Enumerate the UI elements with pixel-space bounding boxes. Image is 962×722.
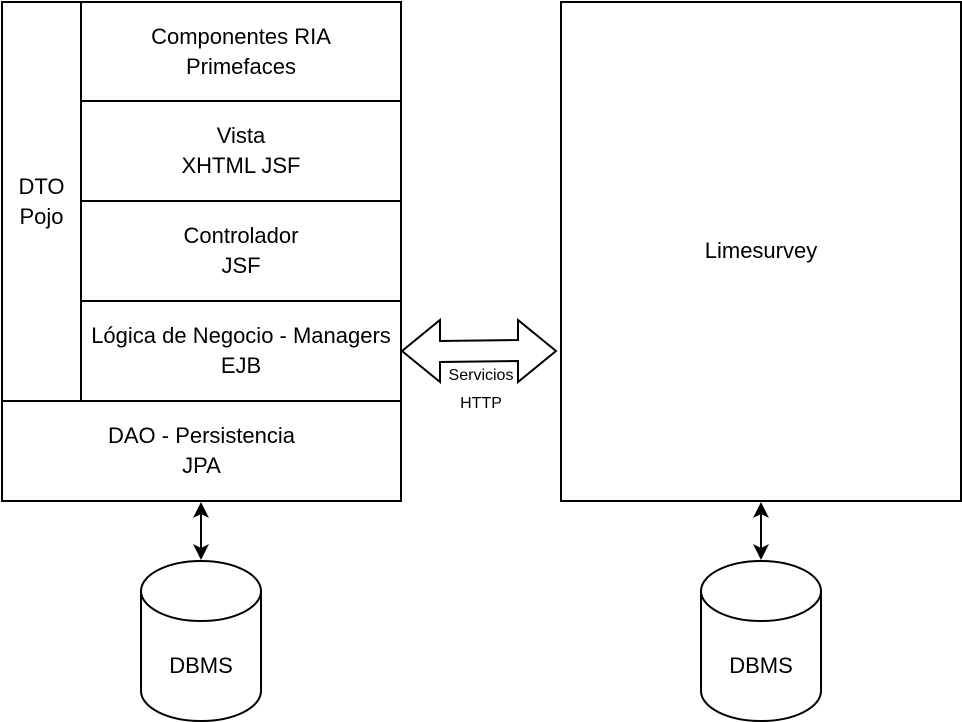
limesurvey-label: Limesurvey [704, 237, 818, 263]
right-db-arrow-head-down [753, 544, 769, 560]
right-dbms-label: DBMS [729, 653, 793, 678]
layer-title: Lógica de Negocio - Managers [91, 323, 391, 348]
layer-title: Componentes RIA [151, 23, 331, 49]
layer-tech: XHTML JSF [181, 153, 301, 178]
servicios-http-label: Servicios HTTP [431, 362, 531, 418]
pojo-label: Pojo [19, 203, 64, 229]
layer-componentes-ria: Componentes RIA Primefaces [80, 1, 402, 102]
layer-title: Controlador [183, 223, 299, 248]
left-db-arrow-head-down [193, 544, 209, 560]
servicios-http-double-arrow [400, 317, 558, 385]
left-database-cylinder [140, 560, 262, 722]
layer-tech: JSF [221, 253, 261, 278]
right-db-arrow-head-up [753, 502, 769, 518]
dao-title: DAO - Persistencia [107, 423, 296, 448]
layer-tech: EJB [220, 353, 262, 378]
layer-tech: Primefaces [185, 53, 297, 79]
layer-title: Vista [216, 123, 266, 148]
limesurvey-box: Limesurvey [560, 1, 962, 502]
dto-label: DTO [18, 173, 65, 199]
right-database-cylinder [700, 560, 822, 722]
dao-persistencia-box: DAO - Persistencia JPA [1, 400, 402, 502]
http-label: HTTP [460, 395, 502, 412]
layer-controlador: Controlador JSF [80, 200, 402, 302]
dao-tech: JPA [182, 453, 221, 478]
servicios-label: Servicios [448, 367, 514, 384]
dto-pojo-box: DTO Pojo [1, 1, 82, 402]
left-db-arrow-head-up [193, 502, 209, 518]
left-dbms-label: DBMS [169, 653, 233, 678]
